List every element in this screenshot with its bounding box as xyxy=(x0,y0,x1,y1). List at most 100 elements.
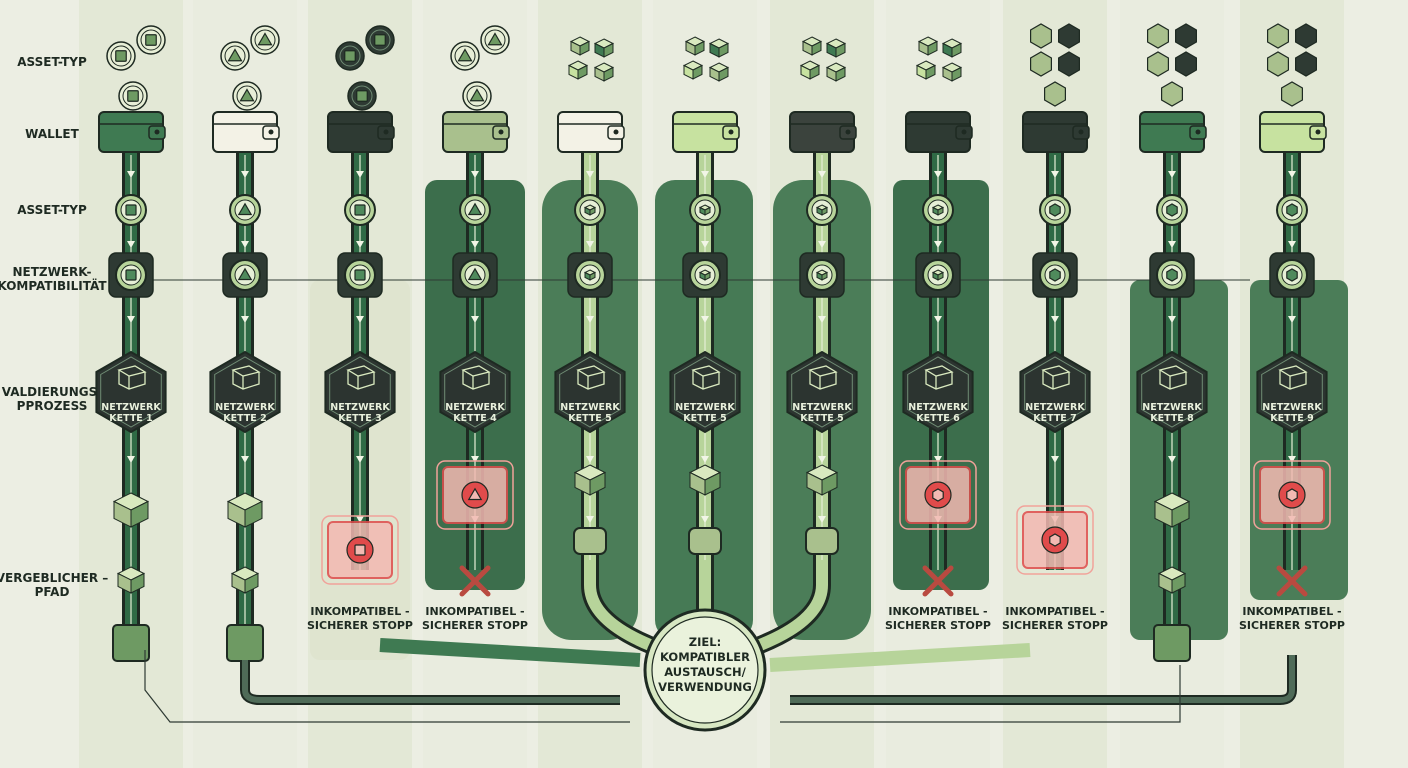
hexagon-ring xyxy=(907,356,969,428)
wallet-button xyxy=(154,129,160,135)
validated-block-icon xyxy=(1153,492,1191,528)
hexagon-ring xyxy=(329,356,391,428)
stack-cube xyxy=(569,36,591,56)
cube-right xyxy=(589,471,606,496)
final-block-icon xyxy=(112,624,150,662)
flow-arrow-icon xyxy=(701,316,709,323)
validated-block-icon xyxy=(805,464,839,496)
cube-right xyxy=(821,471,838,496)
cube-right xyxy=(811,40,822,56)
cube-right xyxy=(130,572,145,594)
row-label: VALDIERUNGS-PPROZESS xyxy=(2,385,103,413)
node-icon xyxy=(354,269,366,281)
coin-icon xyxy=(365,25,395,55)
network-label-line: NETZWERK xyxy=(215,402,275,413)
network-label-line: NETZWERK xyxy=(101,402,161,413)
final-block-icon xyxy=(573,527,607,555)
alert-shape-icon xyxy=(467,487,483,501)
validated-block-icon xyxy=(230,566,260,594)
alert-glow xyxy=(899,460,977,530)
cube-right xyxy=(579,40,590,56)
cube-right xyxy=(694,40,705,56)
coin-ring xyxy=(254,29,276,51)
goal-label-line: ZIEL: xyxy=(689,635,721,649)
hexagon-body xyxy=(1256,350,1328,434)
stop-label: INKOMPATIBEL -SICHERER STOPP xyxy=(1002,605,1108,632)
cube-stack-icon xyxy=(567,36,615,82)
wallet-button xyxy=(728,129,734,135)
wallet-icon xyxy=(327,111,395,153)
node-icon xyxy=(1049,203,1061,217)
wallet-button xyxy=(1195,129,1201,135)
flow-arrow-icon xyxy=(1168,241,1176,248)
thin-connector xyxy=(780,665,1181,723)
node-icon xyxy=(815,204,829,216)
stack-cube xyxy=(825,38,847,58)
hexagon-token xyxy=(1029,23,1053,49)
cube-right xyxy=(937,271,944,281)
cube-right xyxy=(821,206,828,216)
validated-block-icon xyxy=(573,464,607,496)
hexagon-token xyxy=(1160,81,1184,107)
goal-label-line: VERWENDUNG xyxy=(658,680,752,694)
compatibility-node xyxy=(108,252,154,298)
cube-right xyxy=(835,42,846,58)
stop-label-line: SICHERER STOPP xyxy=(1002,619,1108,632)
stop-label: INKOMPATIBEL -SICHERER STOPP xyxy=(422,605,528,632)
stop-label-line: INKOMPATIBEL - xyxy=(310,605,409,618)
flow-arrow-icon xyxy=(1288,456,1296,463)
compatibility-node xyxy=(337,252,383,298)
alert-shape-icon xyxy=(354,544,366,556)
alert-glow xyxy=(1253,460,1331,530)
hexagon-body xyxy=(324,350,396,434)
wallet-icon xyxy=(98,111,166,153)
hexagon-body xyxy=(439,350,511,434)
node-icon xyxy=(815,269,829,281)
box-icon xyxy=(117,365,147,390)
hexagon-token xyxy=(1057,51,1081,77)
row-label-line: PPROZESS xyxy=(17,399,88,413)
stack-cube xyxy=(684,36,706,56)
network-label-line: NETZWERK xyxy=(1025,402,1085,413)
flow-arrow-icon xyxy=(701,171,709,178)
coin-ring xyxy=(369,29,391,51)
network-label-line: NETZWERK xyxy=(445,402,505,413)
hexagon-token xyxy=(1294,51,1318,77)
hexagon-ring xyxy=(1261,356,1323,428)
flow-arrow-icon xyxy=(701,456,709,463)
stack-cube xyxy=(799,60,821,80)
validated-block-icon xyxy=(688,464,722,496)
stack-cube xyxy=(917,36,939,56)
stop-cross-icon xyxy=(459,565,491,597)
hexagon-body xyxy=(669,350,741,434)
stack-cube xyxy=(708,38,730,58)
network-label-line: KETTE 5 xyxy=(568,413,611,424)
incompatible-alert xyxy=(1016,505,1094,575)
coin-icon xyxy=(220,41,250,71)
flow-arrow-icon xyxy=(127,456,135,463)
cube-stack-icon xyxy=(915,36,963,82)
row-label-line: VERGEBLICHER – xyxy=(0,571,108,585)
flow-arrow-icon xyxy=(471,456,479,463)
stack-cube xyxy=(593,62,615,82)
rail-fill xyxy=(757,560,828,651)
box-icon xyxy=(576,365,606,390)
coin-icon xyxy=(136,25,166,55)
network-label-line: KETTE 5 xyxy=(800,413,843,424)
hexagon-ring xyxy=(559,356,621,428)
coin-icon xyxy=(250,25,280,55)
flow-arrow-icon xyxy=(1168,171,1176,178)
network-label-line: KETTE 3 xyxy=(338,413,381,424)
row-label-line: KOMPATIBILITÄT xyxy=(0,278,107,293)
wallet-icon xyxy=(557,111,625,153)
row-label: ASSET-TYP xyxy=(17,203,87,217)
row-label: WALLET xyxy=(25,127,79,141)
